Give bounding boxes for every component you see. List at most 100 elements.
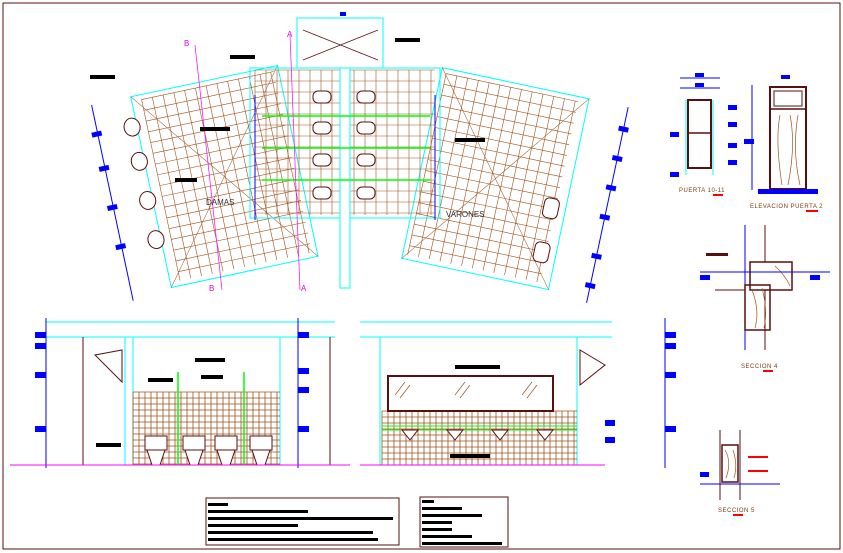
section-marker-b-top: B — [184, 39, 189, 48]
tile-grid-right — [407, 73, 579, 283]
tile-line — [148, 103, 281, 133]
annotation-tags-elevation — [96, 358, 500, 458]
dimension-tag — [618, 125, 629, 133]
tile-line — [418, 202, 551, 232]
dimension-tag — [98, 164, 110, 172]
annotation-tag — [455, 138, 485, 142]
section-line-a — [289, 34, 301, 291]
dimension-tag — [611, 155, 623, 162]
tile-line — [178, 243, 311, 272]
note-row — [422, 507, 462, 510]
sink-elevations — [400, 429, 555, 441]
annotation-tag — [450, 454, 490, 458]
tile-line — [175, 232, 308, 262]
note-row — [422, 528, 452, 531]
label-puerta-10-11: PUERTA 10-11 — [679, 188, 725, 194]
tile-line — [411, 234, 544, 264]
tile-line — [430, 148, 563, 178]
toilet-icon — [356, 121, 376, 135]
section-5-detail: SECCION 5 — [700, 430, 780, 516]
note-row — [208, 503, 228, 506]
dimension-tag — [599, 213, 611, 221]
annotation-tag — [201, 375, 223, 379]
door-elevation-puerta-2: ELEVACION PUERTA 2 — [744, 75, 823, 212]
room-label-varones: VARONES — [446, 210, 485, 219]
tile-line — [446, 73, 579, 102]
tile-line — [171, 211, 304, 240]
tile-line — [227, 81, 267, 263]
dimension-tag — [605, 184, 617, 192]
toilet-tank-icon — [182, 435, 206, 451]
tile-line — [493, 91, 533, 273]
entrance-canopy — [296, 12, 384, 69]
toilet-icon — [356, 153, 376, 167]
label-seccion-4: SECCION 4 — [741, 364, 778, 370]
tile-line — [152, 124, 286, 154]
tile-line — [441, 94, 574, 124]
annotation-tag — [455, 365, 500, 369]
left-wing-damas — [91, 64, 319, 301]
sinks-right — [532, 197, 560, 264]
right-wing-varones — [401, 67, 629, 303]
section-line-b — [194, 44, 223, 291]
toilet-bowl-icon — [146, 449, 166, 466]
sink-icon — [532, 241, 551, 264]
tile-line — [420, 191, 554, 221]
annotation-tag — [395, 38, 420, 42]
tile-line — [461, 84, 501, 267]
room-label-damas: DAMAS — [206, 198, 234, 207]
sink-icon — [445, 429, 465, 441]
annotation-tag — [175, 178, 197, 182]
section-marker-b-bottom: B — [209, 284, 214, 293]
mirror — [387, 375, 554, 412]
dimension-tag — [115, 243, 127, 251]
tile-line — [195, 88, 235, 270]
tile-line — [432, 137, 565, 167]
annotation-tag — [96, 443, 121, 447]
toilet-bowl-icon — [216, 449, 236, 466]
note-row — [208, 517, 393, 520]
annotation-tag — [90, 75, 115, 79]
toilet-tank-icon — [214, 435, 238, 451]
annotation-tag — [230, 55, 255, 59]
tile-line — [434, 127, 567, 156]
tile-line — [141, 99, 181, 281]
note-row — [208, 538, 378, 541]
toilet-icon — [312, 153, 332, 167]
annotation-tag — [195, 358, 225, 362]
tile-line — [423, 180, 556, 210]
note-row — [422, 500, 434, 503]
toilets — [312, 90, 376, 200]
annotation-tag — [200, 127, 230, 131]
section-4-detail: SECCION 4 — [700, 225, 830, 372]
note-row — [422, 542, 502, 545]
tile-line — [152, 97, 192, 279]
toilet-icon — [312, 186, 332, 200]
tile-line — [270, 72, 310, 254]
toilet-icon — [356, 90, 376, 104]
toilet-elevations — [144, 435, 273, 466]
notes-table-1 — [205, 497, 400, 546]
stall-partitions — [262, 115, 430, 181]
tile-line — [471, 87, 512, 269]
tile-line — [439, 105, 572, 135]
sink-icon — [139, 191, 157, 210]
dimension-marks-right — [584, 125, 629, 290]
tile-line — [146, 92, 279, 122]
note-row — [208, 531, 373, 534]
label-seccion-5: SECCION 5 — [718, 508, 755, 514]
note-row — [208, 524, 298, 527]
tile-line — [238, 78, 278, 260]
tile-line — [436, 116, 570, 145]
tile-line — [427, 159, 560, 189]
toilet-icon — [312, 121, 332, 135]
notes-table-2 — [419, 496, 509, 548]
sink-icon — [535, 429, 555, 441]
tile-line — [141, 71, 274, 100]
elevation-toilets — [10, 318, 350, 468]
tile-line — [482, 89, 522, 271]
sink-icon — [400, 429, 420, 441]
annotation-tags-plan — [90, 38, 485, 182]
